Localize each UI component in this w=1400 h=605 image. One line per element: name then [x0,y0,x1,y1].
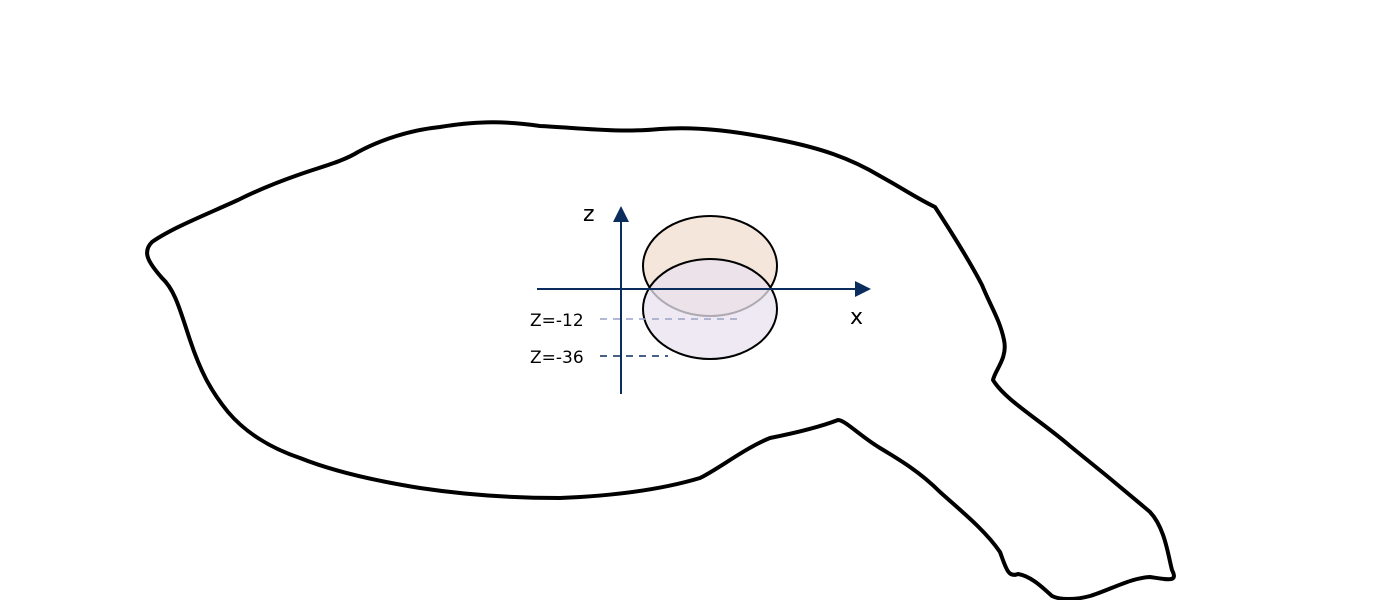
level-label-z-12: Z=-12 [530,311,584,331]
brain-outline [145,120,1176,601]
lower-ellipse [642,258,778,360]
z-axis-arrowhead [613,206,629,222]
z-axis-label: z [583,202,595,227]
x-axis-label: x [850,305,863,330]
x-axis-arrowhead [855,281,871,297]
level-label-z-36: Z=-36 [530,348,584,368]
